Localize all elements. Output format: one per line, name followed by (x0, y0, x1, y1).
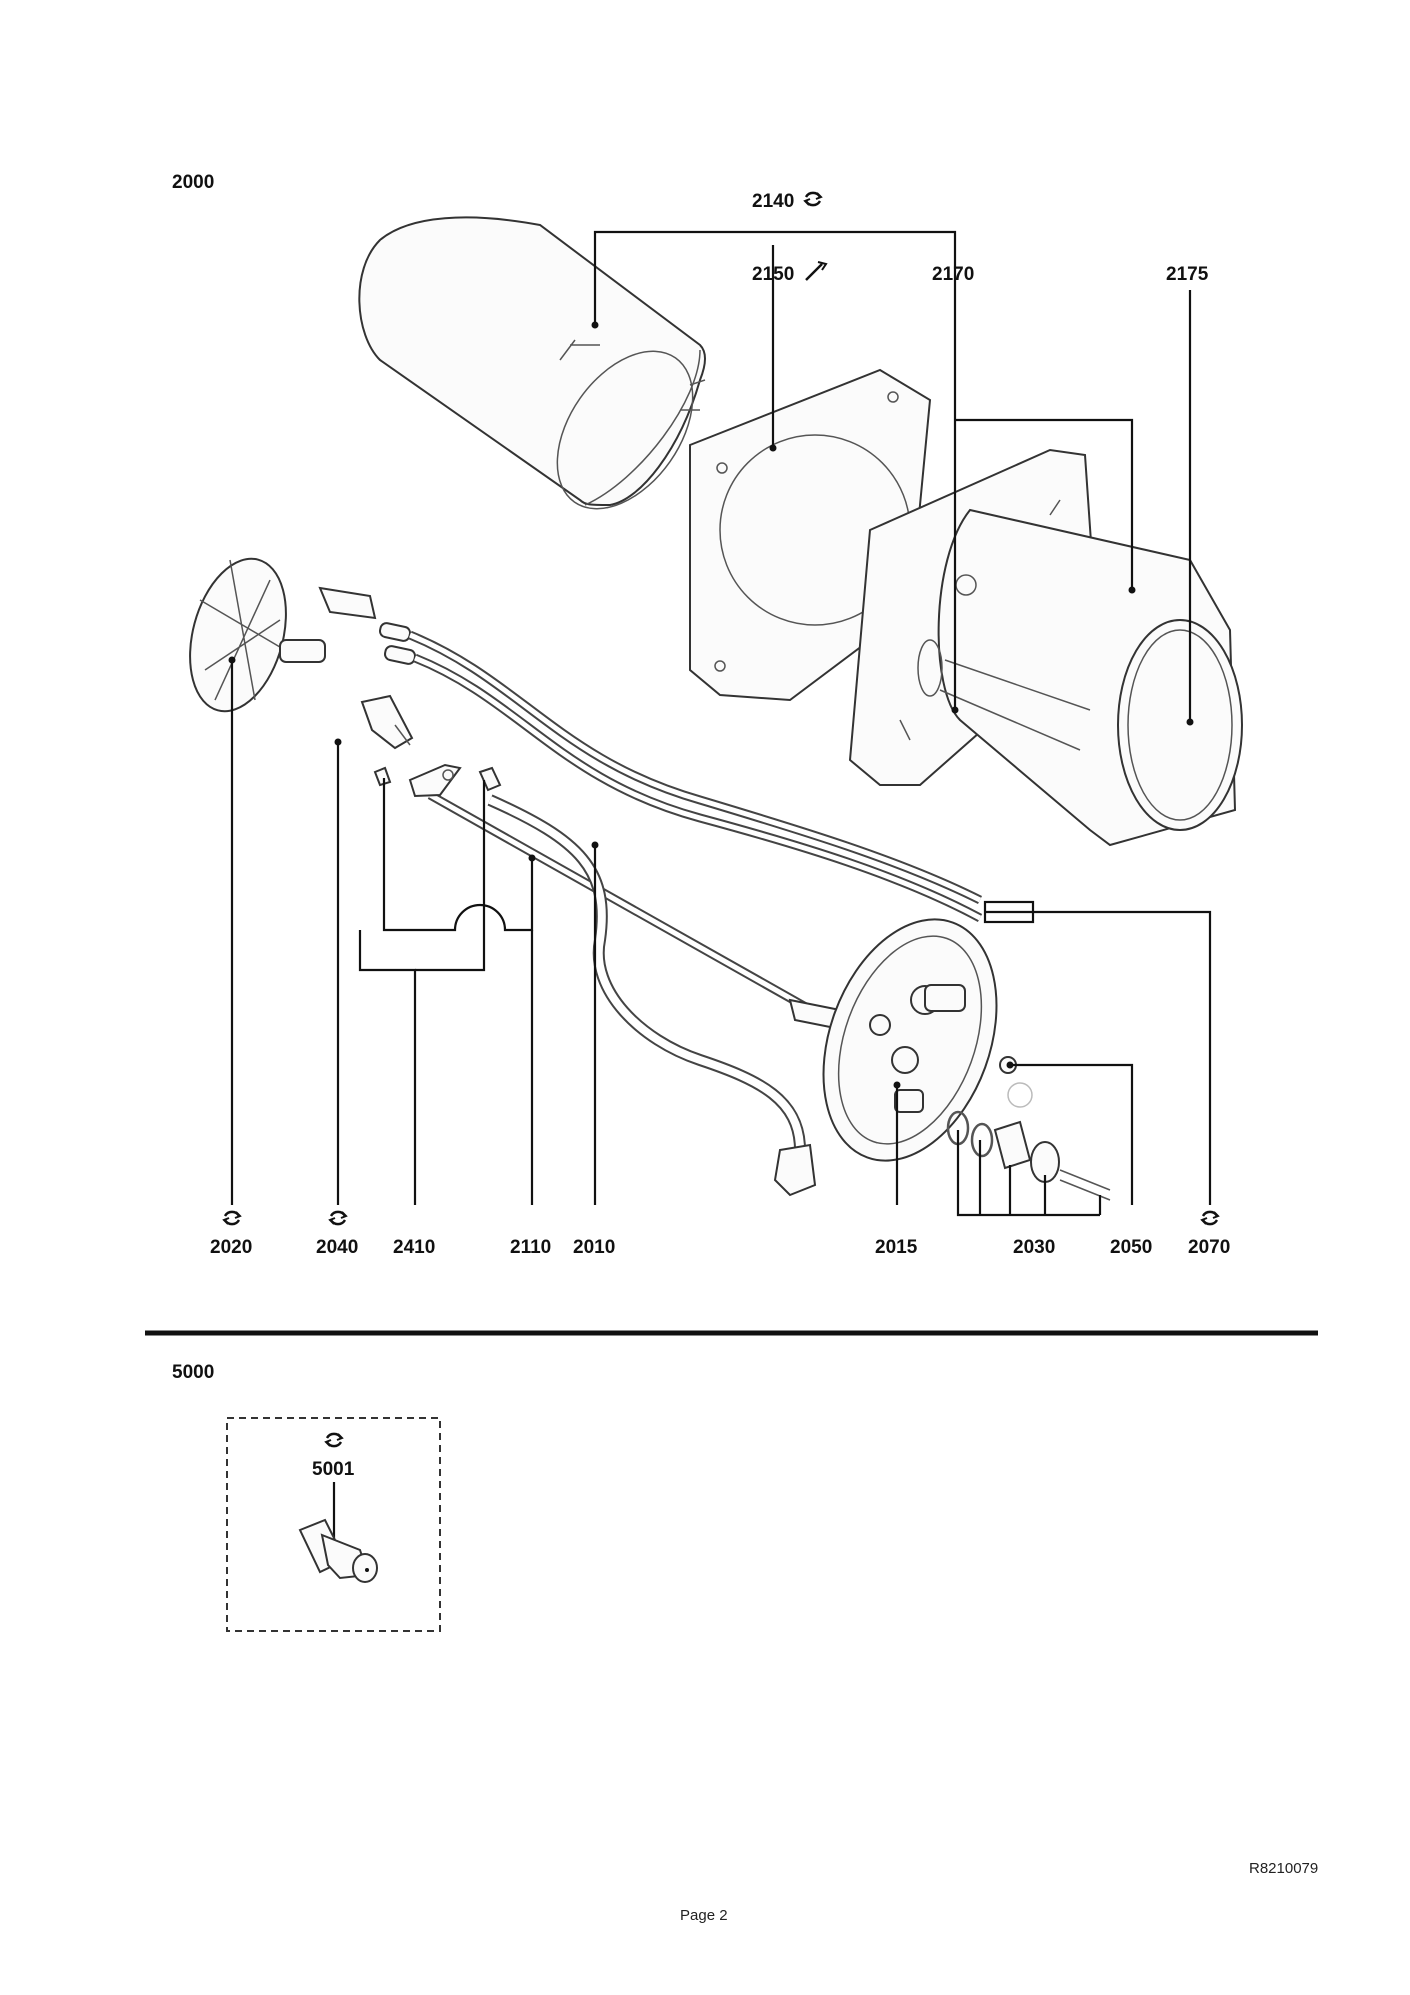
recycle-circle-icon (803, 191, 823, 207)
air-tube-cylinder (358, 216, 706, 510)
wrench-icon (805, 261, 828, 281)
recycle-circle-icon (324, 1432, 344, 1448)
leader-lines (230, 230, 1212, 1217)
label-2015: 2015 (875, 1237, 918, 1258)
flame-tube-housing (848, 448, 1243, 847)
accessory-box (226, 1417, 441, 1632)
section-5000-title: 5000 (172, 1362, 214, 1383)
label-2410: 2410 (393, 1237, 435, 1258)
label-2050: 2050 (1110, 1237, 1152, 1258)
ignition-cables (408, 630, 983, 922)
label-5001: 5001 (312, 1459, 355, 1480)
ignition-electrodes (318, 586, 417, 665)
nozzle-cap (999, 1056, 1033, 1108)
label-2030: 2030 (1013, 1237, 1055, 1258)
burner-head-plate (822, 918, 998, 1162)
drawing-reference: R8210079 (1249, 1860, 1318, 1877)
seal-and-nozzle-set (946, 1110, 1111, 1201)
small-fittings (360, 694, 502, 798)
label-2110: 2110 (510, 1237, 551, 1258)
label-2170: 2170 (932, 264, 974, 285)
label-2070: 2070 (1188, 1237, 1230, 1258)
recycle-circle-icon (328, 1210, 348, 1226)
recycle-circle-icon (1200, 1210, 1220, 1226)
recycle-circle-icon (222, 1210, 242, 1226)
label-2140: 2140 (752, 191, 794, 212)
leader-dots (228, 321, 1194, 1089)
page-number: Page 2 (680, 1907, 728, 1924)
label-2040: 2040 (316, 1237, 358, 1258)
label-2010: 2010 (573, 1237, 615, 1258)
nozzle-holder-tube (427, 791, 847, 1197)
label-2150: 2150 (752, 264, 794, 285)
nozzle-part-5001 (298, 1518, 378, 1583)
diffuser-disc (189, 557, 326, 713)
section-2000-title: 2000 (172, 172, 214, 193)
label-2020: 2020 (210, 1237, 252, 1258)
label-2175: 2175 (1166, 264, 1209, 285)
